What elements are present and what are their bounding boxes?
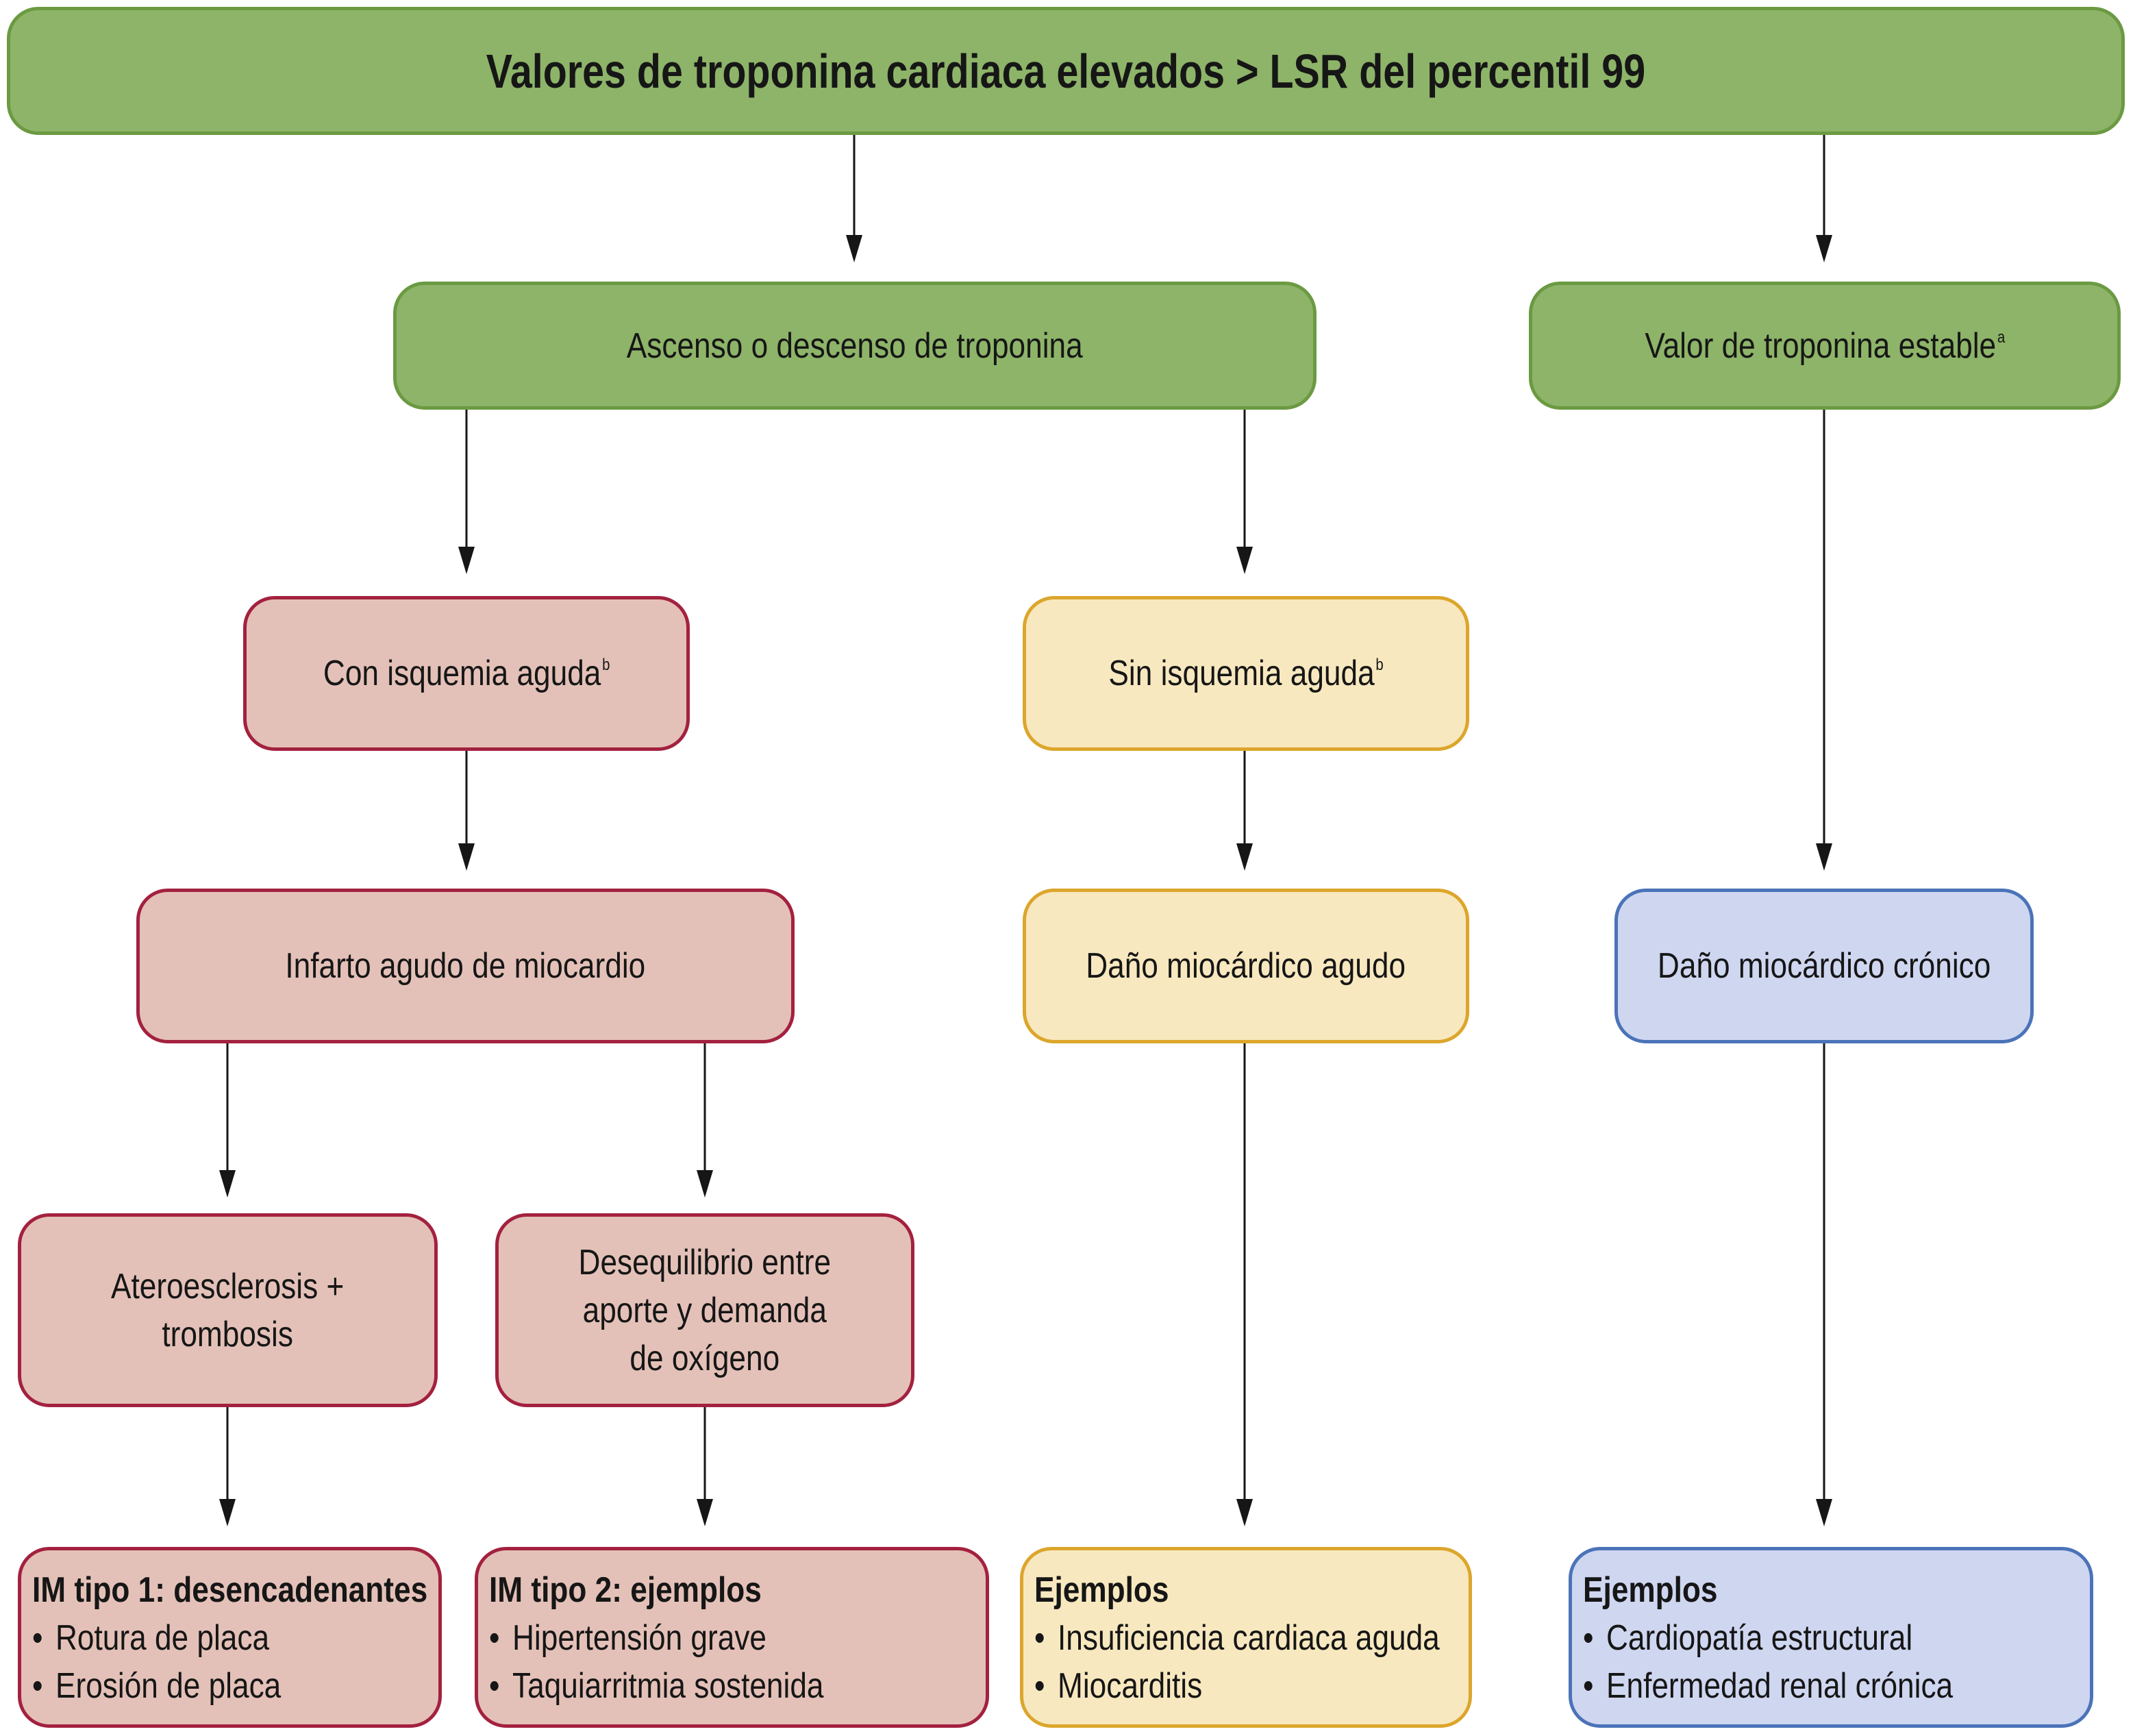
arrow-rising-falling-to-no-ischemia [1236,410,1253,574]
footnote-marker: b [1375,656,1384,674]
arrow-head [219,1499,236,1526]
arrow-acute-mi-to-imbalance [697,1043,713,1198]
acute-ischemia-label: Con isquemia agudab [323,649,610,697]
arrow-chronic-injury-to-examples [1816,1043,1832,1526]
arrow-head [1236,547,1253,574]
elevated-troponin-label: Valores de troponina cardiaca elevados >… [486,44,1646,98]
list-item: Insuficiencia cardiaca aguda [1034,1614,1440,1662]
stable-troponin-node: Valor de troponina establea [1529,282,2121,410]
arrow-title-to-stable [1816,135,1832,262]
arrow-title-to-rising-falling [846,135,862,262]
list-item: Rotura de placa [32,1614,377,1662]
arrow-head [1816,843,1832,871]
label-line: Desequilibrio entre [578,1242,832,1282]
arrow-stable-to-chronic-injury [1816,410,1832,871]
arrow-acute-injury-to-examples [1236,1043,1253,1526]
label-line: Ateroesclerosis + [111,1266,345,1306]
chronic-injury-examples-list: Ejemplos Cardiopatía estructural Enferme… [1569,1547,2093,1728]
arrow-head [1236,843,1253,871]
acute-injury-examples-list: Ejemplos Insuficiencia cardiaca aguda Mi… [1020,1547,1472,1728]
label-line: trombosis [162,1314,294,1354]
list-content: IM tipo 1: desencadenantes Rotura de pla… [32,1566,428,1710]
arrow-head [458,547,475,574]
no-acute-ischemia-text: Sin isquemia aguda [1108,654,1375,693]
list-heading: IM tipo 2: ejemplos [489,1570,762,1610]
stable-troponin-label: Valor de troponina establea [1645,322,2005,370]
atherosclerosis-thrombosis-node: Ateroesclerosis + trombosis [18,1213,438,1407]
rising-or-falling-troponin-node: Ascenso o descenso de troponina [393,282,1317,410]
rising-or-falling-troponin-label: Ascenso o descenso de troponina [627,325,1083,366]
chronic-myocardial-injury-node: Daño miocárdico crónico [1614,889,2034,1043]
list-content: Ejemplos Cardiopatía estructural Enferme… [1583,1566,2014,1710]
arrow-head [458,843,475,871]
arrow-atherosclerosis-to-type1 [219,1407,236,1526]
supply-demand-imbalance-node: Desequilibrio entre aporte y demanda de … [495,1213,914,1407]
list-heading: Ejemplos [1583,1570,1718,1610]
arrow-head [219,1170,236,1198]
arrow-rising-falling-to-ischemia [458,410,475,574]
arrow-head [1236,1499,1253,1526]
acute-myocardial-injury-label: Daño miocárdico agudo [1086,946,1406,986]
list-item: Enfermedad renal crónica [1583,1662,2014,1710]
arrow-ischemia-to-acute-mi [458,751,475,871]
mi-type-2-examples-list: IM tipo 2: ejemplos Hipertensión grave T… [475,1547,989,1728]
acute-myocardial-injury-node: Daño miocárdico agudo [1023,889,1469,1043]
elevated-troponin-node: Valores de troponina cardiaca elevados >… [7,7,2125,135]
list-content: Ejemplos Insuficiencia cardiaca aguda Mi… [1034,1566,1440,1710]
list-item: Erosión de placa [32,1662,377,1710]
atherosclerosis-thrombosis-label: Ateroesclerosis + trombosis [111,1263,344,1359]
no-acute-ischemia-label: Sin isquemia agudab [1108,649,1383,697]
label-line: aporte y demanda [582,1290,827,1330]
arrow-head [846,235,862,262]
list-item: Taquiarritmia sostenida [489,1662,911,1710]
mi-type-1-triggers-list: IM tipo 1: desencadenantes Rotura de pla… [18,1547,442,1728]
arrow-head [1816,1499,1832,1526]
list-item: Cardiopatía estructural [1583,1614,2014,1662]
supply-demand-imbalance-label: Desequilibrio entre aporte y demanda de … [579,1239,832,1382]
arrow-head [1816,235,1832,262]
arrow-head [697,1499,713,1526]
acute-mi-node: Infarto agudo de miocardio [136,889,795,1043]
list-heading: IM tipo 1: desencadenantes [32,1570,428,1610]
arrow-imbalance-to-type2 [697,1407,713,1526]
chronic-myocardial-injury-label: Daño miocárdico crónico [1657,946,1991,986]
arrow-no-ischemia-to-acute-injury [1236,751,1253,871]
acute-ischemia-node: Con isquemia agudab [243,596,690,751]
no-acute-ischemia-node: Sin isquemia agudab [1023,596,1469,751]
arrow-acute-mi-to-atherosclerosis [219,1043,236,1198]
list-heading: Ejemplos [1034,1570,1169,1610]
list-item: Hipertensión grave [489,1614,911,1662]
list-content: IM tipo 2: ejemplos Hipertensión grave T… [489,1566,911,1710]
acute-mi-label: Infarto agudo de miocardio [285,946,646,986]
list-item: Miocarditis [1034,1662,1404,1710]
label-line: de oxígeno [629,1338,780,1378]
arrow-head [697,1170,713,1198]
footnote-marker: b [601,656,610,674]
acute-ischemia-text: Con isquemia aguda [323,654,601,693]
stable-troponin-text: Valor de troponina estable [1645,325,1996,366]
footnote-marker: a [1997,327,2005,347]
